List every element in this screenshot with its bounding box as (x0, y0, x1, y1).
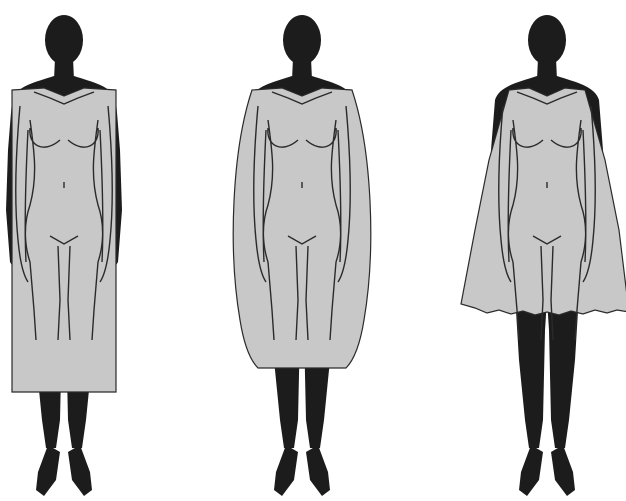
figure-trapeze (461, 15, 626, 496)
figure-cocoon (233, 15, 371, 496)
garment-cocoon (233, 88, 371, 368)
garment-trapeze (461, 88, 626, 315)
figure-rectangle (6, 15, 122, 496)
